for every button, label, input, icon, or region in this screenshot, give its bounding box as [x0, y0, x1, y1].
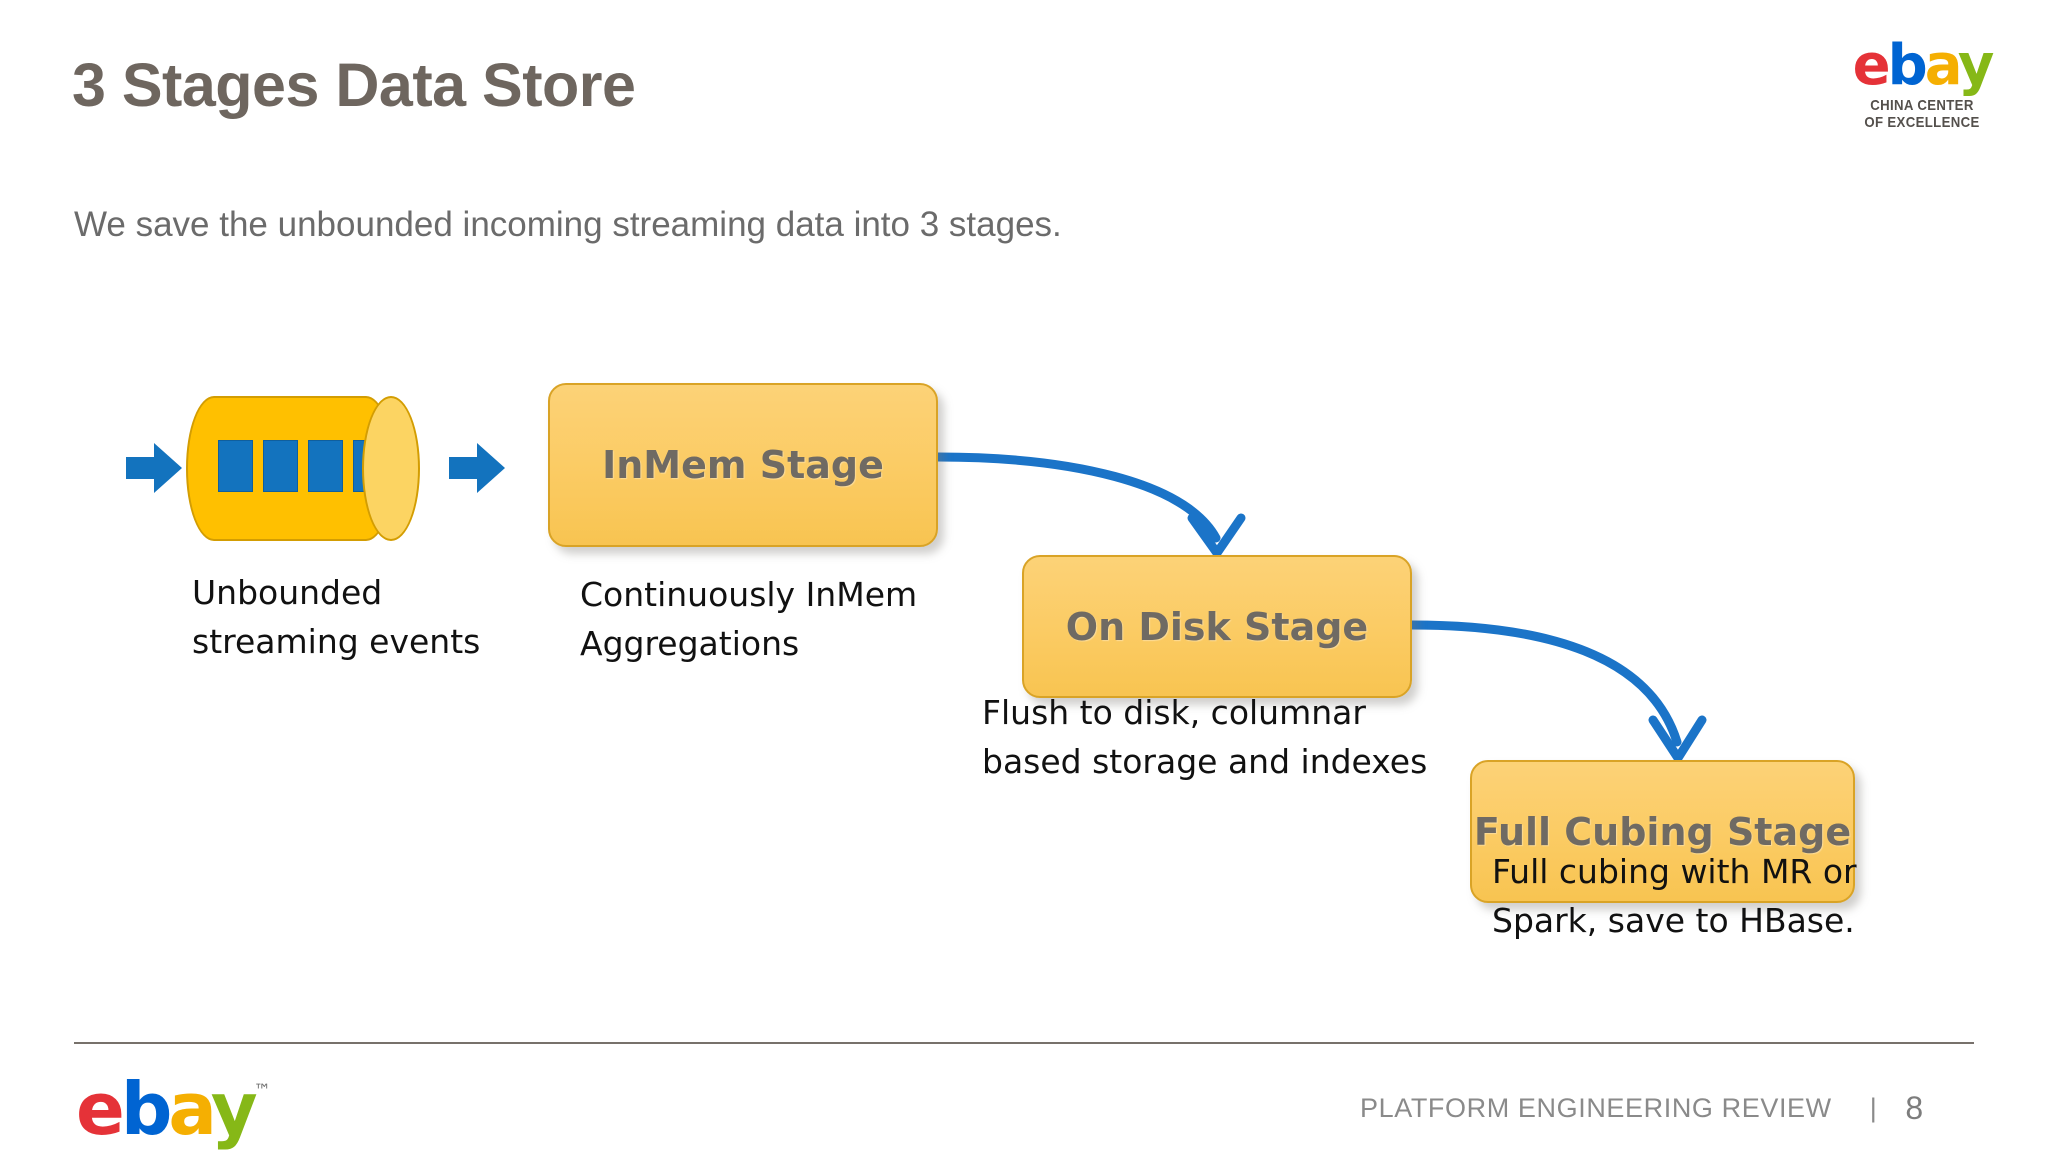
arrowhead-ondisk — [1187, 513, 1246, 558]
stage-box-fullcubing[interactable]: Full Cubing Stage — [1470, 760, 1855, 903]
trademark-symbol: ™ — [253, 1081, 271, 1101]
event-block — [263, 440, 298, 492]
page-number: 8 — [1905, 1089, 1924, 1126]
ebay-china-center-logo: ebay CHINA CENTER OF EXCELLENCE — [1828, 38, 2016, 148]
outflow-arrow-icon — [449, 443, 505, 493]
caption-inmem: Continuously InMem Aggregations — [580, 575, 918, 663]
connector-inmem-to-ondisk — [933, 452, 1221, 543]
connector-ondisk-to-fullcubing — [1407, 620, 1682, 747]
ebay-letter-a: a — [168, 1067, 214, 1151]
cylinder-end-cap — [362, 396, 420, 541]
ebay-letter-y: y — [1957, 33, 1994, 98]
footer-meta: PLATFORM ENGINEERING REVIEW | 8 — [1360, 1088, 1980, 1128]
ebay-logo-tagline: CHINA CENTER OF EXCELLENCE — [1839, 97, 2004, 131]
arrowhead-fullcubing — [1648, 715, 1707, 763]
ebay-footer-logo: ebay™ — [76, 1053, 271, 1147]
unbounded-stream-store-icon — [186, 396, 426, 541]
footer-separator: | — [1869, 1092, 1878, 1123]
caption-unbounded-stream: Unbounded streaming events — [192, 573, 481, 661]
ebay-letter-b: b — [120, 1067, 173, 1151]
ebay-letter-e: e — [76, 1067, 125, 1151]
ebay-letter-y: y — [210, 1067, 258, 1151]
stage-box-ondisk[interactable]: On Disk Stage — [1022, 555, 1412, 698]
caption-fullcubing: Full cubing with MR or Spark, save to HB… — [1492, 852, 1857, 940]
caption-ondisk: Flush to disk, columnar based storage an… — [982, 693, 1428, 781]
stage-box-inmem[interactable]: InMem Stage — [548, 383, 938, 547]
stage-label-fullcubing: Full Cubing Stage — [1473, 809, 1852, 854]
footer-deck-name: PLATFORM ENGINEERING REVIEW — [1360, 1092, 1832, 1123]
stage-label-ondisk: On Disk Stage — [1065, 604, 1369, 649]
tagline-line-1: CHINA CENTER — [1870, 97, 1974, 114]
page-title: 3 Stages Data Store — [72, 51, 636, 119]
event-block — [308, 440, 343, 492]
three-stage-data-store-diagram: InMem Stage On Disk Stage Full Cubing St… — [0, 250, 2048, 1040]
ebay-wordmark-icon: ebay — [1828, 38, 2016, 94]
ebay-letter-e: e — [1852, 33, 1891, 98]
ebay-letter-a: a — [1924, 33, 1961, 98]
tagline-line-2: OF EXCELLENCE — [1864, 114, 1980, 131]
stage-label-inmem: InMem Stage — [602, 443, 884, 487]
footer-divider-rule — [74, 1042, 1974, 1044]
inflow-arrow-icon — [126, 443, 182, 493]
event-block — [218, 440, 253, 492]
slide-subtitle: We save the unbounded incoming streaming… — [74, 205, 1062, 244]
ebay-letter-b: b — [1887, 33, 1928, 98]
